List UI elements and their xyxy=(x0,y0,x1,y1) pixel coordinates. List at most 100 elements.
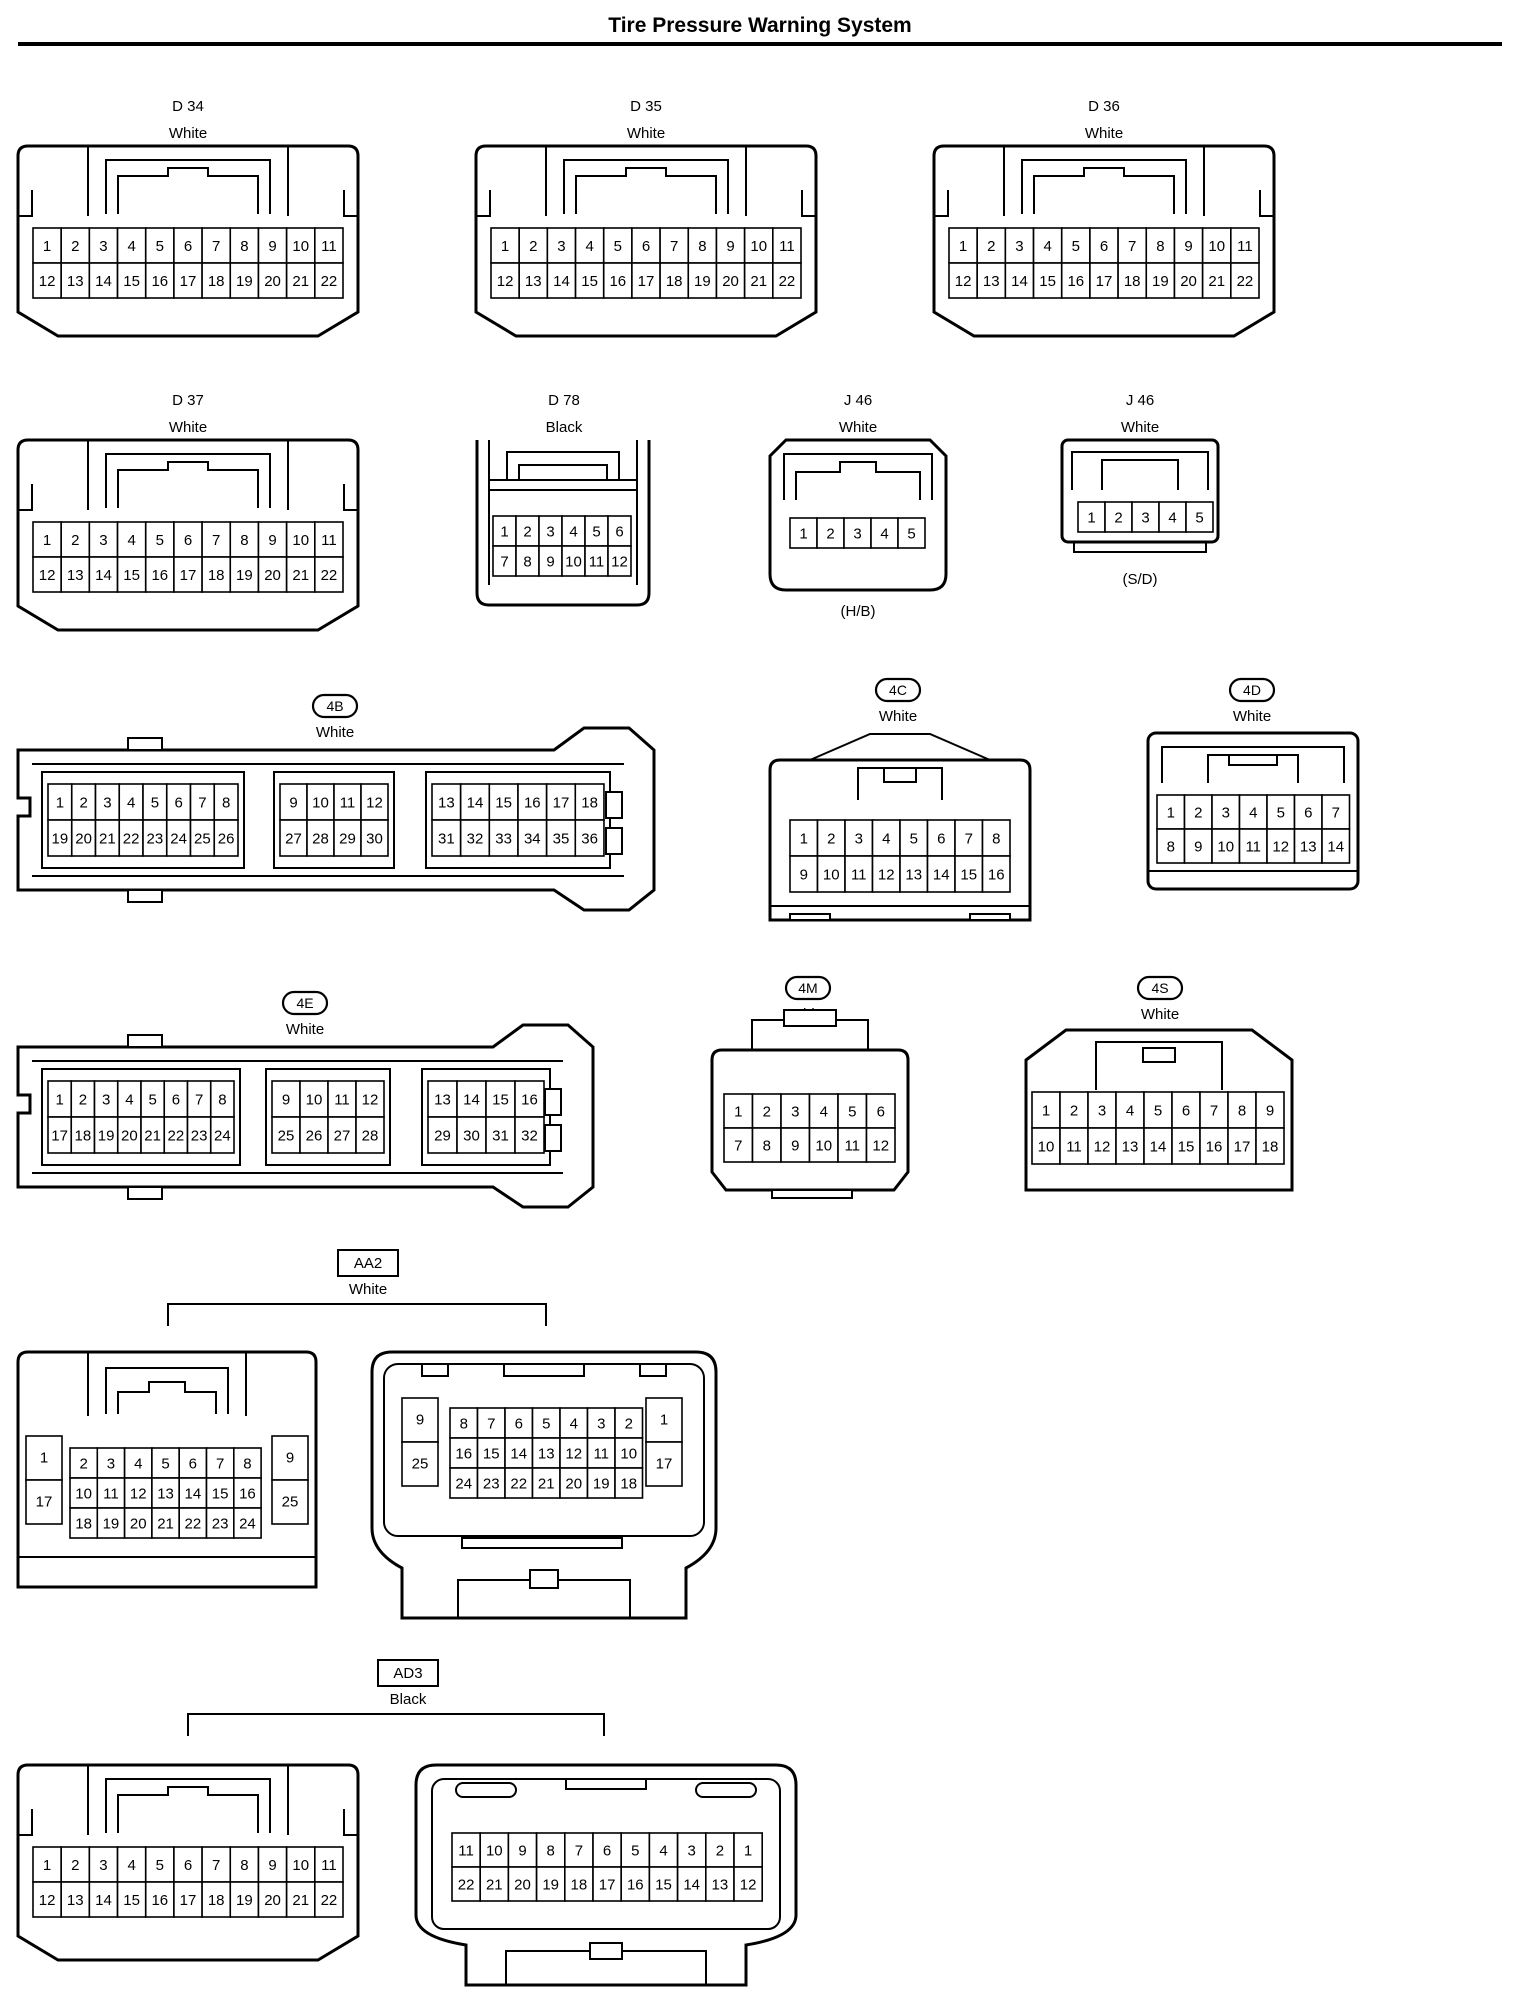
connector-color: White xyxy=(1233,708,1271,725)
pin-number: 25 xyxy=(412,1456,429,1473)
pin-cell xyxy=(648,1866,679,1902)
pin-number: 15 xyxy=(1039,273,1056,290)
pin-number: 17 xyxy=(180,567,197,584)
pin-number: 20 xyxy=(121,1128,138,1145)
clip xyxy=(639,1363,667,1377)
connector-code: 4E xyxy=(296,995,313,1011)
pin-number: 17 xyxy=(180,1892,197,1909)
pin-number: 11 xyxy=(1245,839,1261,856)
connector-code: J 46 xyxy=(844,392,872,409)
pin-cell xyxy=(789,517,818,549)
pin-number: 9 xyxy=(282,1092,290,1109)
pin-number: 18 xyxy=(581,795,598,812)
pin-cell xyxy=(926,819,956,857)
pin-cell xyxy=(213,819,239,857)
pin-number: 14 xyxy=(95,1892,112,1909)
pin-number: 18 xyxy=(620,1476,637,1493)
pin-cell xyxy=(123,1507,153,1539)
pin-number: 6 xyxy=(877,1104,885,1121)
pin-number: 23 xyxy=(483,1476,500,1493)
pin-cell xyxy=(1004,262,1035,299)
connector-4m: 4MWhite123456789101112 xyxy=(710,975,910,1199)
pin-number: 15 xyxy=(123,273,140,290)
pin-cell xyxy=(772,262,802,299)
latch-tab xyxy=(529,1569,559,1589)
connector-color: White xyxy=(169,419,207,436)
pin-cell xyxy=(257,1881,288,1918)
latch-tab xyxy=(1142,1047,1176,1063)
latch-top xyxy=(809,733,991,761)
pin-cell xyxy=(285,1881,316,1918)
pin-number: 12 xyxy=(611,554,628,571)
pin-number: 14 xyxy=(553,273,570,290)
pin-number: 19 xyxy=(1152,273,1169,290)
pin-cell xyxy=(546,262,577,299)
connector-shell xyxy=(768,438,948,592)
pin-number: 9 xyxy=(791,1138,799,1155)
pin-cell xyxy=(88,262,119,299)
pin-cell xyxy=(1115,1091,1145,1129)
pin-number: 20 xyxy=(264,273,281,290)
pin-number: 6 xyxy=(172,1092,180,1109)
pin-cell xyxy=(1032,262,1063,299)
pin-cell xyxy=(209,1116,235,1154)
pin-cell xyxy=(620,1866,651,1902)
pin-number: 14 xyxy=(467,795,484,812)
pin-number: 11 xyxy=(458,1843,474,1860)
pin-cell xyxy=(401,1441,439,1487)
pin-number: 19 xyxy=(98,1128,115,1145)
pin-cell xyxy=(279,783,308,821)
pin-number: 14 xyxy=(1327,839,1344,856)
pin-number: 4 xyxy=(1249,805,1257,822)
latch-arm xyxy=(563,159,729,214)
pin-cell xyxy=(504,1437,534,1469)
latch-arm xyxy=(105,159,271,214)
latch-frame xyxy=(1095,1041,1223,1090)
pin-number: 17 xyxy=(1096,273,1113,290)
clip xyxy=(503,1363,585,1377)
pin-cell xyxy=(449,1407,479,1439)
pin-number: 17 xyxy=(638,273,655,290)
pin-number: 2 xyxy=(71,1857,79,1874)
pin-number: 7 xyxy=(1332,805,1340,822)
connector-code-badge xyxy=(784,975,832,1001)
pin-number: 10 xyxy=(565,554,582,571)
pin-number: 9 xyxy=(268,532,276,549)
pin-cell xyxy=(314,262,344,299)
pin-cell xyxy=(151,1477,180,1509)
connector-code-box xyxy=(377,1659,439,1687)
pin-number: 15 xyxy=(212,1486,229,1503)
pin-number: 3 xyxy=(855,831,863,848)
pin-number: 5 xyxy=(910,831,918,848)
pin-number: 14 xyxy=(1150,1139,1167,1156)
pin-number: 14 xyxy=(933,867,950,884)
pin-number: 16 xyxy=(988,867,1005,884)
pin-number: 5 xyxy=(148,1092,156,1109)
pin-number: 21 xyxy=(99,831,116,848)
pin-number: 22 xyxy=(321,273,338,290)
pin-number: 1 xyxy=(799,526,807,543)
pin-number: 8 xyxy=(992,831,1000,848)
pin-number: 8 xyxy=(1167,839,1175,856)
pin-number: 18 xyxy=(666,273,683,290)
pin-cell xyxy=(1089,227,1119,264)
pin-number: 11 xyxy=(844,1138,860,1155)
top-clip xyxy=(127,737,163,751)
pin-number: 16 xyxy=(151,567,168,584)
pin-cell xyxy=(586,1467,616,1499)
pin-number: 18 xyxy=(208,567,225,584)
pin-number: 2 xyxy=(79,795,87,812)
pin-number: 4 xyxy=(127,1857,135,1874)
pin-number: 13 xyxy=(1300,839,1317,856)
pin-number: 5 xyxy=(156,1857,164,1874)
pin-number: 12 xyxy=(872,1138,889,1155)
pin-number: 10 xyxy=(312,795,329,812)
side-notch xyxy=(18,484,358,511)
pin-number: 4 xyxy=(659,1843,667,1860)
pin-number: 13 xyxy=(67,567,84,584)
pin-number: 24 xyxy=(455,1476,472,1493)
